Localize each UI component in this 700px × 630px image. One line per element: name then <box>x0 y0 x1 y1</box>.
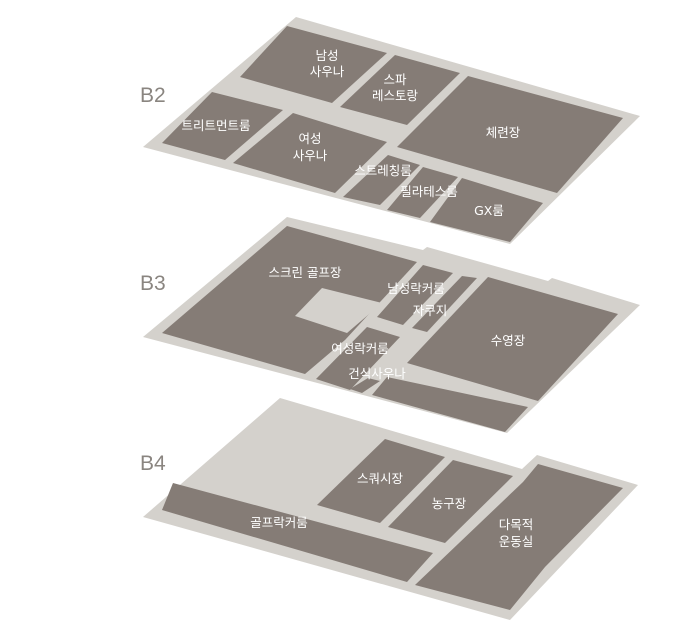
floor-label-b4: B4 <box>140 452 166 475</box>
label-golf-locker: 골프락커룸 <box>250 515 308 530</box>
floor-b3: B3 스크린 골프장 남성락커룸 자쿠지 수영장 여성락커룸 건식사우나 <box>140 217 640 433</box>
room-dry-sauna[interactable] <box>350 378 380 393</box>
label-basketball: 농구장 <box>432 496 467 511</box>
screen-golf-cutout <box>295 288 382 333</box>
label-pool: 수영장 <box>491 333 526 348</box>
room-stretching[interactable] <box>343 155 420 205</box>
label-jacuzzi: 자쿠지 <box>413 303 448 318</box>
room-jacuzzi[interactable] <box>412 276 477 332</box>
room-mens-sauna[interactable] <box>240 26 387 103</box>
room-gx[interactable] <box>430 178 543 242</box>
label-screen-golf: 스크린 골프장 <box>269 265 342 280</box>
room-mens-locker[interactable] <box>377 265 453 325</box>
room-fitness[interactable] <box>397 76 623 193</box>
label-stretching: 스트레칭룸 <box>354 163 412 178</box>
label-mens-sauna-2: 사우나 <box>310 64 345 79</box>
room-treatment[interactable] <box>162 92 283 160</box>
room-womens-locker[interactable] <box>316 327 400 390</box>
label-treatment: 트리트먼트룸 <box>181 118 250 133</box>
room-womens-sauna[interactable] <box>233 113 387 193</box>
label-womens-sauna-2: 사우나 <box>293 148 328 163</box>
label-dry-sauna: 건식사우나 <box>348 366 406 381</box>
label-pilates: 필라테스룸 <box>400 184 458 199</box>
label-squash: 스쿼시장 <box>357 471 404 486</box>
label-spa-1: 스파 <box>383 72 407 87</box>
label-womens-sauna-1: 여성 <box>298 131 321 146</box>
room-pilates[interactable] <box>387 167 458 218</box>
room-b3-lower <box>372 377 528 432</box>
room-basketball[interactable] <box>388 460 513 543</box>
label-gx: GX룸 <box>474 203 504 218</box>
room-screen-golf[interactable] <box>162 226 417 374</box>
floor-label-b2: B2 <box>140 84 166 107</box>
label-multipurpose-2: 운동실 <box>499 534 534 549</box>
label-womens-locker: 여성락커룸 <box>331 341 389 356</box>
floor-b2: B2 남성 사우나 스파 레스토랑 트리트먼트룸 여성 사우나 체련장 스트레칭… <box>140 17 640 244</box>
label-mens-sauna-1: 남성 <box>315 48 338 63</box>
label-mens-locker: 남성락커룸 <box>387 281 445 296</box>
floor-label-b3: B3 <box>140 272 166 295</box>
floor-b4: B4 스쿼시장 농구장 골프락커룸 다목적 운동실 <box>140 398 638 620</box>
room-squash[interactable] <box>317 439 445 523</box>
room-golf-locker[interactable] <box>162 483 433 582</box>
label-fitness: 체련장 <box>486 125 521 140</box>
room-spa-restaurant[interactable] <box>340 55 460 125</box>
label-multipurpose-1: 다목적 <box>499 517 534 532</box>
room-pool[interactable] <box>407 277 618 401</box>
label-spa-2: 레스토랑 <box>372 88 419 103</box>
room-multipurpose[interactable] <box>415 464 623 610</box>
